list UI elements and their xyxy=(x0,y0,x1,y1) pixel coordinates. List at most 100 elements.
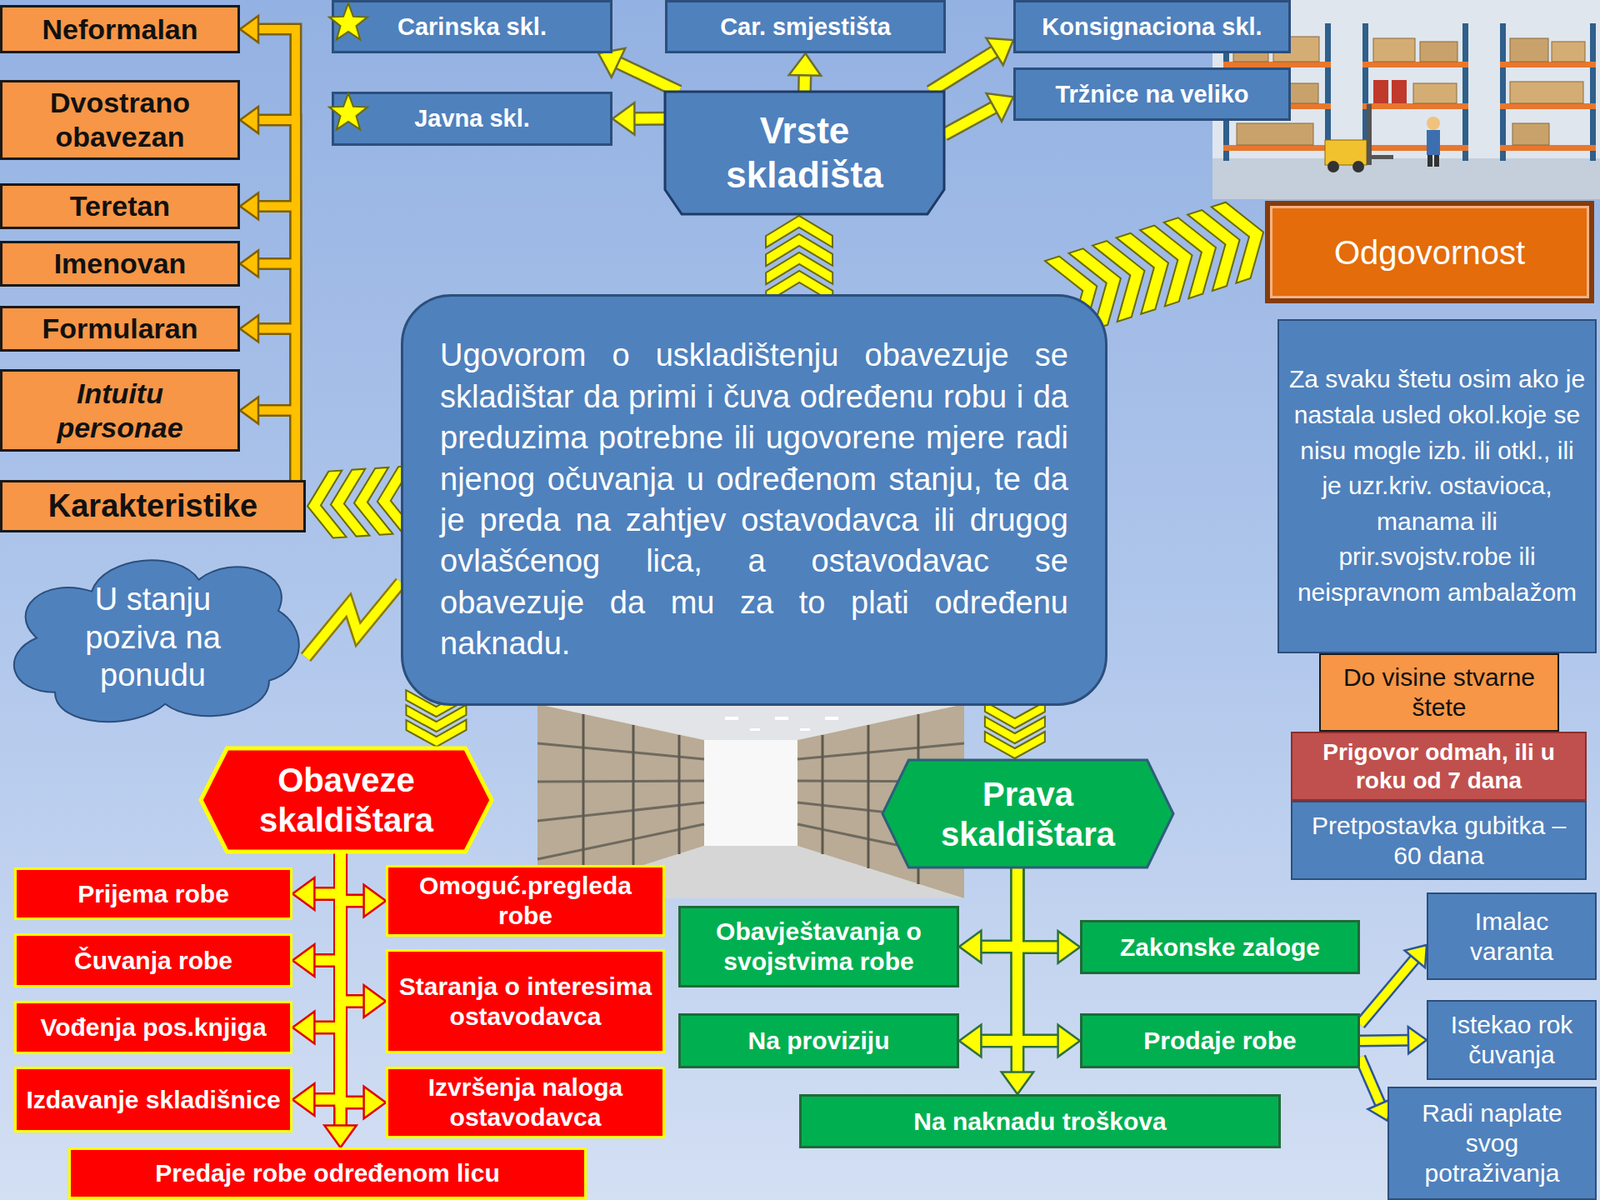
node-label: Prigovor odmah, ili u roku od 7 dana xyxy=(1292,735,1585,798)
node-label: Čuvanja robe xyxy=(16,942,290,980)
connector-line xyxy=(1017,867,1061,1041)
connector-arrow xyxy=(340,851,386,1119)
arrow-head xyxy=(240,192,259,220)
warehouse-picture xyxy=(1512,123,1550,145)
warehouse-picture xyxy=(1223,61,1331,68)
callout-cloud: U stanju poziva na ponudu xyxy=(0,540,306,735)
connector-line xyxy=(944,105,996,135)
node-label: Konsignaciona skl. xyxy=(1015,9,1289,45)
connector-outline xyxy=(930,50,997,92)
node-label: Dvostrano obavezan xyxy=(2,82,238,158)
connector-outline xyxy=(305,582,401,658)
arrow-head xyxy=(1058,930,1080,963)
connector-arrow xyxy=(307,465,416,538)
feature-box: Intuitu personae xyxy=(0,369,240,452)
category-box: Javna skl. xyxy=(331,91,613,146)
connector-outline xyxy=(1360,1057,1381,1107)
warehouse-picture xyxy=(1236,123,1314,145)
warehouse-picture xyxy=(1373,80,1389,104)
connectors xyxy=(240,15,1427,1148)
note-box: Radi naplate svog potraživanja xyxy=(1387,1086,1597,1200)
connector-line xyxy=(335,851,346,1129)
node-label: Imenovan xyxy=(2,243,238,285)
connector-arrow xyxy=(240,397,296,481)
connector-arrow xyxy=(340,851,386,917)
node-label: Na naknadu troškova xyxy=(801,1103,1279,1140)
connector-arrow xyxy=(1017,867,1080,1057)
connector-line xyxy=(615,61,679,92)
star-symbol xyxy=(329,3,368,40)
category-box: Tržnice na veliko xyxy=(1013,67,1291,121)
arrow-head xyxy=(292,877,315,910)
arrow-head xyxy=(240,397,259,425)
warehouse-picture xyxy=(1413,83,1457,104)
plaque-outline xyxy=(665,91,945,215)
node-label: Izdavanje skladišnice xyxy=(16,1081,290,1119)
connector-line xyxy=(305,582,401,658)
connector-outline xyxy=(255,263,296,480)
connector-outline xyxy=(1360,1034,1411,1048)
connector-outline xyxy=(615,61,679,92)
arrow-head xyxy=(240,250,259,277)
connector-outlines xyxy=(255,29,1417,1129)
connector-line xyxy=(255,29,296,480)
warehouse-aisle-photo xyxy=(867,725,870,869)
warehouse-picture xyxy=(1510,38,1549,62)
warehouse-picture xyxy=(1352,160,1365,173)
node-label: Prava skaldištara xyxy=(882,774,1174,855)
connector-arrow xyxy=(340,851,386,1018)
connector-arrow xyxy=(240,15,296,480)
connector-arrow xyxy=(240,192,296,480)
right-box: Na proviziju xyxy=(678,1013,960,1069)
node-label: Istekao rok čuvanja xyxy=(1428,1006,1595,1074)
right-heading: Prava skaldištara xyxy=(882,760,1174,868)
connector-outline xyxy=(255,29,296,480)
category-box: Konsignaciona skl. xyxy=(1013,0,1291,54)
node-label: Na proviziju xyxy=(680,1022,957,1060)
right-box: Na naknadu troškova xyxy=(799,1094,1281,1149)
connector-arrow xyxy=(240,106,296,480)
arrow-head xyxy=(1405,945,1427,968)
connector-arrow xyxy=(765,215,833,303)
warehouse-aisle-photo xyxy=(800,728,810,731)
duty-box: Čuvanja robe xyxy=(14,933,293,988)
node-label: Zakonske zaloge xyxy=(1082,929,1358,966)
warehouse-picture xyxy=(1434,155,1440,167)
connector-arrow xyxy=(1360,945,1427,1025)
warehouse-picture xyxy=(1551,41,1585,62)
duty-box: Izvršenja naloga ostavodavca xyxy=(385,1066,665,1139)
connector-arrow xyxy=(789,53,821,92)
connector-outline xyxy=(1010,867,1025,1075)
warehouse-picture xyxy=(1327,160,1340,173)
warehouse-picture xyxy=(1426,130,1440,155)
node-label: Vođenja pos.knjiga xyxy=(16,1009,290,1046)
arrow-head xyxy=(985,38,1014,66)
connector-line xyxy=(631,113,665,124)
warehouse-picture xyxy=(1373,38,1415,62)
node-label: Prodaje robe xyxy=(1082,1022,1358,1060)
right-box: Zakonske zaloge xyxy=(1080,920,1360,975)
arrow-head xyxy=(1058,1025,1080,1057)
note-box: Istekao rok čuvanja xyxy=(1426,1000,1597,1080)
connector-line xyxy=(1012,867,1023,1075)
warehouse-aisle-photo xyxy=(582,714,585,885)
node-label: Pretpostavka gubitka – 60 dana xyxy=(1292,807,1585,875)
duty-box: Vođenja pos.knjiga xyxy=(14,1000,293,1055)
node-label: Izvršenja naloga ostavodavca xyxy=(388,1069,663,1136)
warehouse-picture xyxy=(1362,103,1469,110)
node-label: Teretan xyxy=(2,185,238,227)
warehouse-picture xyxy=(1362,145,1469,151)
warehouse-picture xyxy=(1420,41,1458,62)
arrow-head xyxy=(364,1086,386,1119)
connector-line xyxy=(1360,957,1417,1025)
node-label: Obaveze skaldištara xyxy=(200,760,492,840)
connector-arrow xyxy=(598,48,680,92)
node-label: Za svaku štetu osim ako je nastala usled… xyxy=(1279,358,1595,614)
hex-outline xyxy=(882,760,1174,868)
connector-line xyxy=(255,410,296,481)
connector-arrow xyxy=(292,851,341,977)
warehouse-aisle-photo xyxy=(725,716,739,720)
node-label: Vrste skladišta xyxy=(665,109,945,198)
node-label: Neformalan xyxy=(2,9,238,50)
duty-box: Izdavanje skladišnice xyxy=(14,1066,293,1133)
